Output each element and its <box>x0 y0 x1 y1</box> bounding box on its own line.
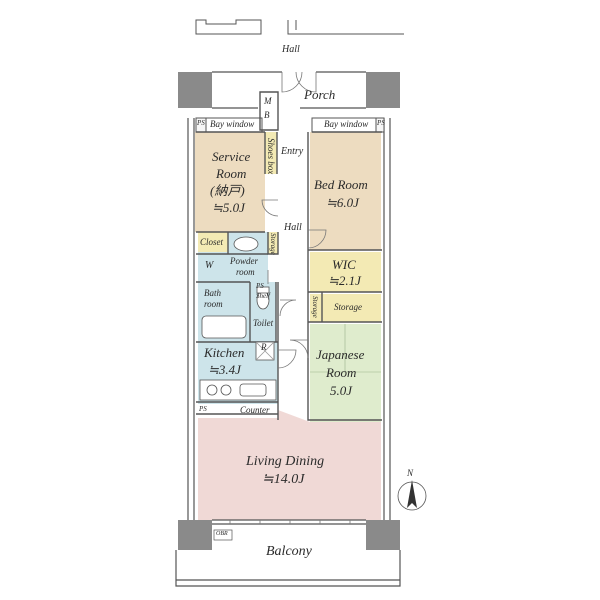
doors <box>261 71 327 369</box>
service-room-floor <box>195 132 265 232</box>
storage-small-floor <box>268 232 278 254</box>
exterior-walls <box>175 71 401 587</box>
r-label: R <box>261 342 267 352</box>
shoes-box-floor <box>265 132 277 174</box>
ps-right-label: PS <box>377 119 385 127</box>
living-dining-label: Living Dining <box>246 454 325 469</box>
counter-label: Counter <box>240 405 270 415</box>
ps-bath-label: PS <box>256 282 264 290</box>
north-label: N <box>407 468 414 478</box>
service-room-label-2: Room <box>216 166 247 181</box>
refrigerator-space <box>255 341 275 361</box>
storage-right-floor <box>322 294 381 322</box>
balcony-sashes <box>229 520 351 524</box>
top-hall-walls <box>195 19 404 35</box>
kitchen-size: ≒3.4J <box>208 362 241 377</box>
storage-right-label: Storage <box>334 302 362 312</box>
mb-m-label: M <box>264 96 272 106</box>
w-label: W <box>205 260 214 271</box>
storage-vertical-floor <box>310 294 322 322</box>
porch-label: Porch <box>304 87 336 102</box>
toilet-label: Toilet <box>253 318 274 328</box>
closet-label: Closet <box>200 237 224 247</box>
columns <box>178 72 400 550</box>
service-room-jp-label: (納戸) <box>210 183 245 198</box>
entry-label: Entry <box>281 146 304 157</box>
shoes-box-label: Shoes box <box>266 138 276 175</box>
bed-room-label: Bed Room <box>314 177 368 192</box>
ac-unit-label: OBR <box>216 531 228 537</box>
japanese-room-size: 5.0J <box>330 383 353 398</box>
bay-windows <box>195 117 385 133</box>
service-room-size: ≒5.0J <box>212 200 245 215</box>
powder-room-label: Powder <box>230 256 258 266</box>
balcony-label: Balcony <box>266 544 312 559</box>
stove <box>199 379 277 401</box>
ps-left-label: PS <box>197 119 205 127</box>
hall-inner-label: Hall <box>284 222 302 233</box>
hall-top-label: Hall <box>282 44 300 55</box>
north-compass <box>397 480 427 511</box>
shelf-label: Shelf <box>256 292 270 300</box>
bath-room-label: Bath <box>204 288 221 298</box>
service-room-label: Service <box>212 149 251 164</box>
ac-unit <box>213 529 233 541</box>
storage-vertical-label: Storage <box>311 296 319 318</box>
living-dining-floor <box>198 410 381 520</box>
storage-small-label: Storage <box>269 233 277 255</box>
bed-room-size: ≒6.0J <box>326 195 359 210</box>
japanese-room-label-2: Room <box>326 365 357 380</box>
japanese-room-floor <box>310 324 381 422</box>
japanese-room-label: Japanese <box>316 347 365 362</box>
toilet-tank <box>256 286 270 294</box>
closet-floor <box>198 232 228 252</box>
wic-floor <box>310 252 381 292</box>
interior-walls <box>196 91 382 421</box>
living-dining-size: ≒14.0J <box>262 472 305 487</box>
mb-b-label: B <box>264 110 270 120</box>
wic-label: WIC <box>332 257 356 272</box>
wic-size: ≒2.1J <box>328 273 361 288</box>
kitchen-label: Kitchen <box>204 345 245 360</box>
ps-counter-label: PS <box>199 405 207 413</box>
powder-room-label-2: room <box>236 267 255 277</box>
bay-window-right-label: Bay window <box>324 119 369 129</box>
bath-room-label-2: room <box>204 299 223 309</box>
powder-room-floor <box>198 252 268 282</box>
bay-window-left-label: Bay window <box>210 119 255 129</box>
tatami-lines <box>310 324 381 373</box>
bathtub <box>201 315 247 339</box>
washbasin <box>233 236 259 252</box>
